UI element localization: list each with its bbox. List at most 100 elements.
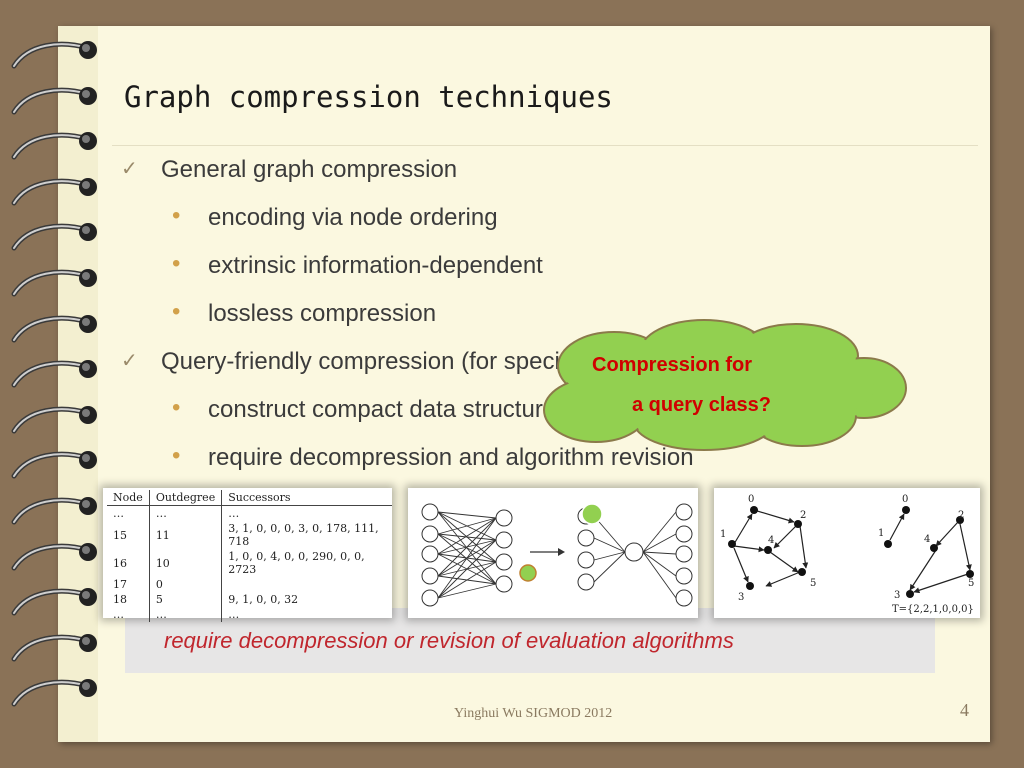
node-label-4: 4: [768, 535, 774, 546]
binding-ring-icon: [8, 488, 98, 532]
node-circle: [675, 525, 693, 543]
table-cell: …: [149, 607, 223, 622]
highlight-node: [519, 564, 537, 582]
table-cell: 15: [107, 521, 150, 549]
table-cell: …: [149, 505, 223, 521]
edge-line: [437, 583, 497, 599]
table-cell: 11: [149, 521, 223, 549]
dot-icon: •: [172, 298, 181, 325]
slide-footer: Yinghui Wu SIGMOD 2012: [454, 706, 613, 721]
table-cell: [222, 577, 392, 592]
table-cell: 10: [149, 549, 223, 577]
edge-line: [437, 511, 497, 519]
title-divider: [112, 145, 978, 146]
node-label-3: 3: [894, 590, 900, 601]
node-label-3: 3: [738, 592, 744, 603]
table-cell: 3, 1, 0, 0, 0, 3, 0, 178, 111, 718: [228, 522, 379, 548]
node-label-0: 0: [748, 494, 754, 505]
note-panel: [125, 608, 935, 673]
table-cell: 0: [149, 577, 223, 592]
binding-ring-icon: [8, 169, 98, 213]
table-cell: 1, 0, 0, 4, 0, 0, 290, 0, 0, 2723: [228, 550, 365, 576]
table-cell: 17: [107, 577, 150, 592]
edge-line: [593, 551, 626, 561]
binding-ring-icon: [8, 442, 98, 486]
binding-ring-icon: [8, 579, 98, 623]
binding-ring-icon: [8, 214, 98, 258]
binding-ring-icon: [8, 306, 98, 350]
dot-icon: •: [172, 394, 181, 421]
arrow-head-icon: [558, 548, 565, 556]
edge-line: [437, 517, 497, 555]
node-label-5: 5: [968, 578, 974, 589]
highlight-node: [581, 503, 603, 525]
edge-line: [437, 539, 497, 599]
checkmark-icon: ✓: [121, 350, 138, 372]
edge-line: [642, 551, 677, 555]
edge-line: [642, 551, 677, 599]
table-row: ………: [107, 505, 392, 521]
node-label-1: 1: [878, 528, 884, 539]
sub-bullet: • encoding via node ordering: [172, 202, 498, 232]
node-circle: [421, 545, 439, 563]
edge-line: [593, 551, 626, 583]
node-circle: [675, 589, 693, 607]
figure-graph-compression-diagram: [408, 488, 698, 618]
edge-line: [437, 517, 497, 535]
node-circle: [495, 509, 513, 527]
node-circle: [495, 575, 513, 593]
node-circle: [675, 567, 693, 585]
binding-ring-icon: [8, 670, 98, 714]
note-text: require decompression or revision of eva…: [164, 628, 734, 653]
node-label-0: 0: [902, 494, 908, 505]
node-circle: [577, 529, 595, 547]
sub-bullet-text: construct compact data structures: [208, 396, 569, 423]
node-circle: [421, 525, 439, 543]
node-circle: [421, 589, 439, 607]
edge-line: [437, 517, 497, 577]
table-cell: …: [228, 507, 240, 520]
hub-node-circle: [624, 542, 644, 562]
table-cell: …: [228, 608, 240, 621]
sub-bullet-text: require decompression and algorithm revi…: [208, 444, 694, 471]
edge-line: [437, 533, 497, 563]
callout-line-1: Compression for: [592, 354, 753, 376]
sub-bullet: • extrinsic information-dependent: [172, 250, 543, 280]
figure-directed-graphs: 0 1 2 3 4 5 0 1 2 3 4 5 T={2,2,1,0,0,0}: [714, 488, 980, 618]
sub-bullet-text: lossless compression: [208, 300, 437, 327]
binding-ring-icon: [8, 78, 98, 122]
callout-line-2: a query class?: [632, 394, 771, 416]
sub-bullet: • construct compact data structures: [172, 394, 569, 424]
sub-bullet-text: encoding via node ordering: [208, 204, 498, 231]
node-circle: [421, 503, 439, 521]
node-label-2: 2: [800, 510, 806, 521]
node-circle: [675, 545, 693, 563]
bullet-text: General graph compression: [161, 156, 458, 183]
binding-ring-icon: [8, 351, 98, 395]
dot-icon: •: [172, 442, 181, 469]
table-header-cell: Node: [107, 490, 150, 506]
sub-bullet: • require decompression and algorithm re…: [172, 442, 694, 472]
table-cell: 16: [107, 549, 150, 577]
table-header-cell: Successors: [221, 490, 392, 506]
binding-ring-icon: [8, 534, 98, 578]
cloud-callout-shape: [543, 319, 907, 451]
edge-line: [437, 533, 497, 585]
node-circle: [495, 553, 513, 571]
checkmark-icon: ✓: [121, 158, 138, 180]
edge-line: [642, 551, 677, 577]
node-circle: [495, 531, 513, 549]
slide-title: Graph compression techniques: [124, 80, 613, 114]
node-label-2: 2: [958, 510, 964, 521]
node-circle: [675, 503, 693, 521]
edge-line: [437, 561, 497, 599]
node-circle: [577, 551, 595, 569]
binding-ring-icon: [8, 260, 98, 304]
binding-ring-icon: [8, 32, 98, 76]
edge-line: [593, 537, 626, 553]
dot-icon: •: [172, 202, 181, 229]
directed-graphs-diagram: 0 1 2 3 4 5 0 1 2 3 4 5 T={2,2,1,0,0,0}: [720, 494, 974, 615]
